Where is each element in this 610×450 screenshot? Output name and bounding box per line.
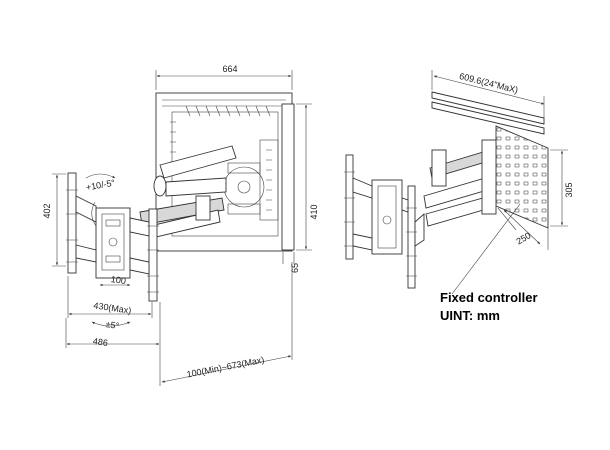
swing-arms [139,145,237,239]
right-mount-view: 609.6(24"MaX) 305 250 Fixed controller U… [344,70,574,323]
dim-410: 410 [309,204,319,219]
dim-100: 100 [110,274,126,286]
dim-305: 305 [564,182,574,197]
dim-tilt: +10/-5° [85,178,116,193]
dim-swivel: ±5° [105,319,120,331]
perforated-plate [495,125,549,229]
right-swing-arms [423,139,497,227]
right-dimension-lines [433,75,568,295]
left-mount-view: 664 410 65 402 +10/-5° 100 430(Max) ±5° … [42,64,319,386]
note-fixed-controller: Fixed controller [440,290,538,305]
tv-plate [66,172,159,302]
dim-65: 65 [290,263,300,273]
dim-extension: 100(Min)~673(Max) [186,355,265,380]
left-dimension-lines [52,70,312,386]
dim-402: 402 [42,203,52,218]
right-tv-plate [344,154,425,289]
dim-430-max: 430(Max) [93,300,132,315]
dim-609-6: 609.6(24"MaX) [458,71,519,95]
dim-486: 486 [92,336,108,348]
dim-664: 664 [222,64,237,74]
dim-250: 250 [514,230,532,246]
note-unit: UINT: mm [440,308,500,323]
